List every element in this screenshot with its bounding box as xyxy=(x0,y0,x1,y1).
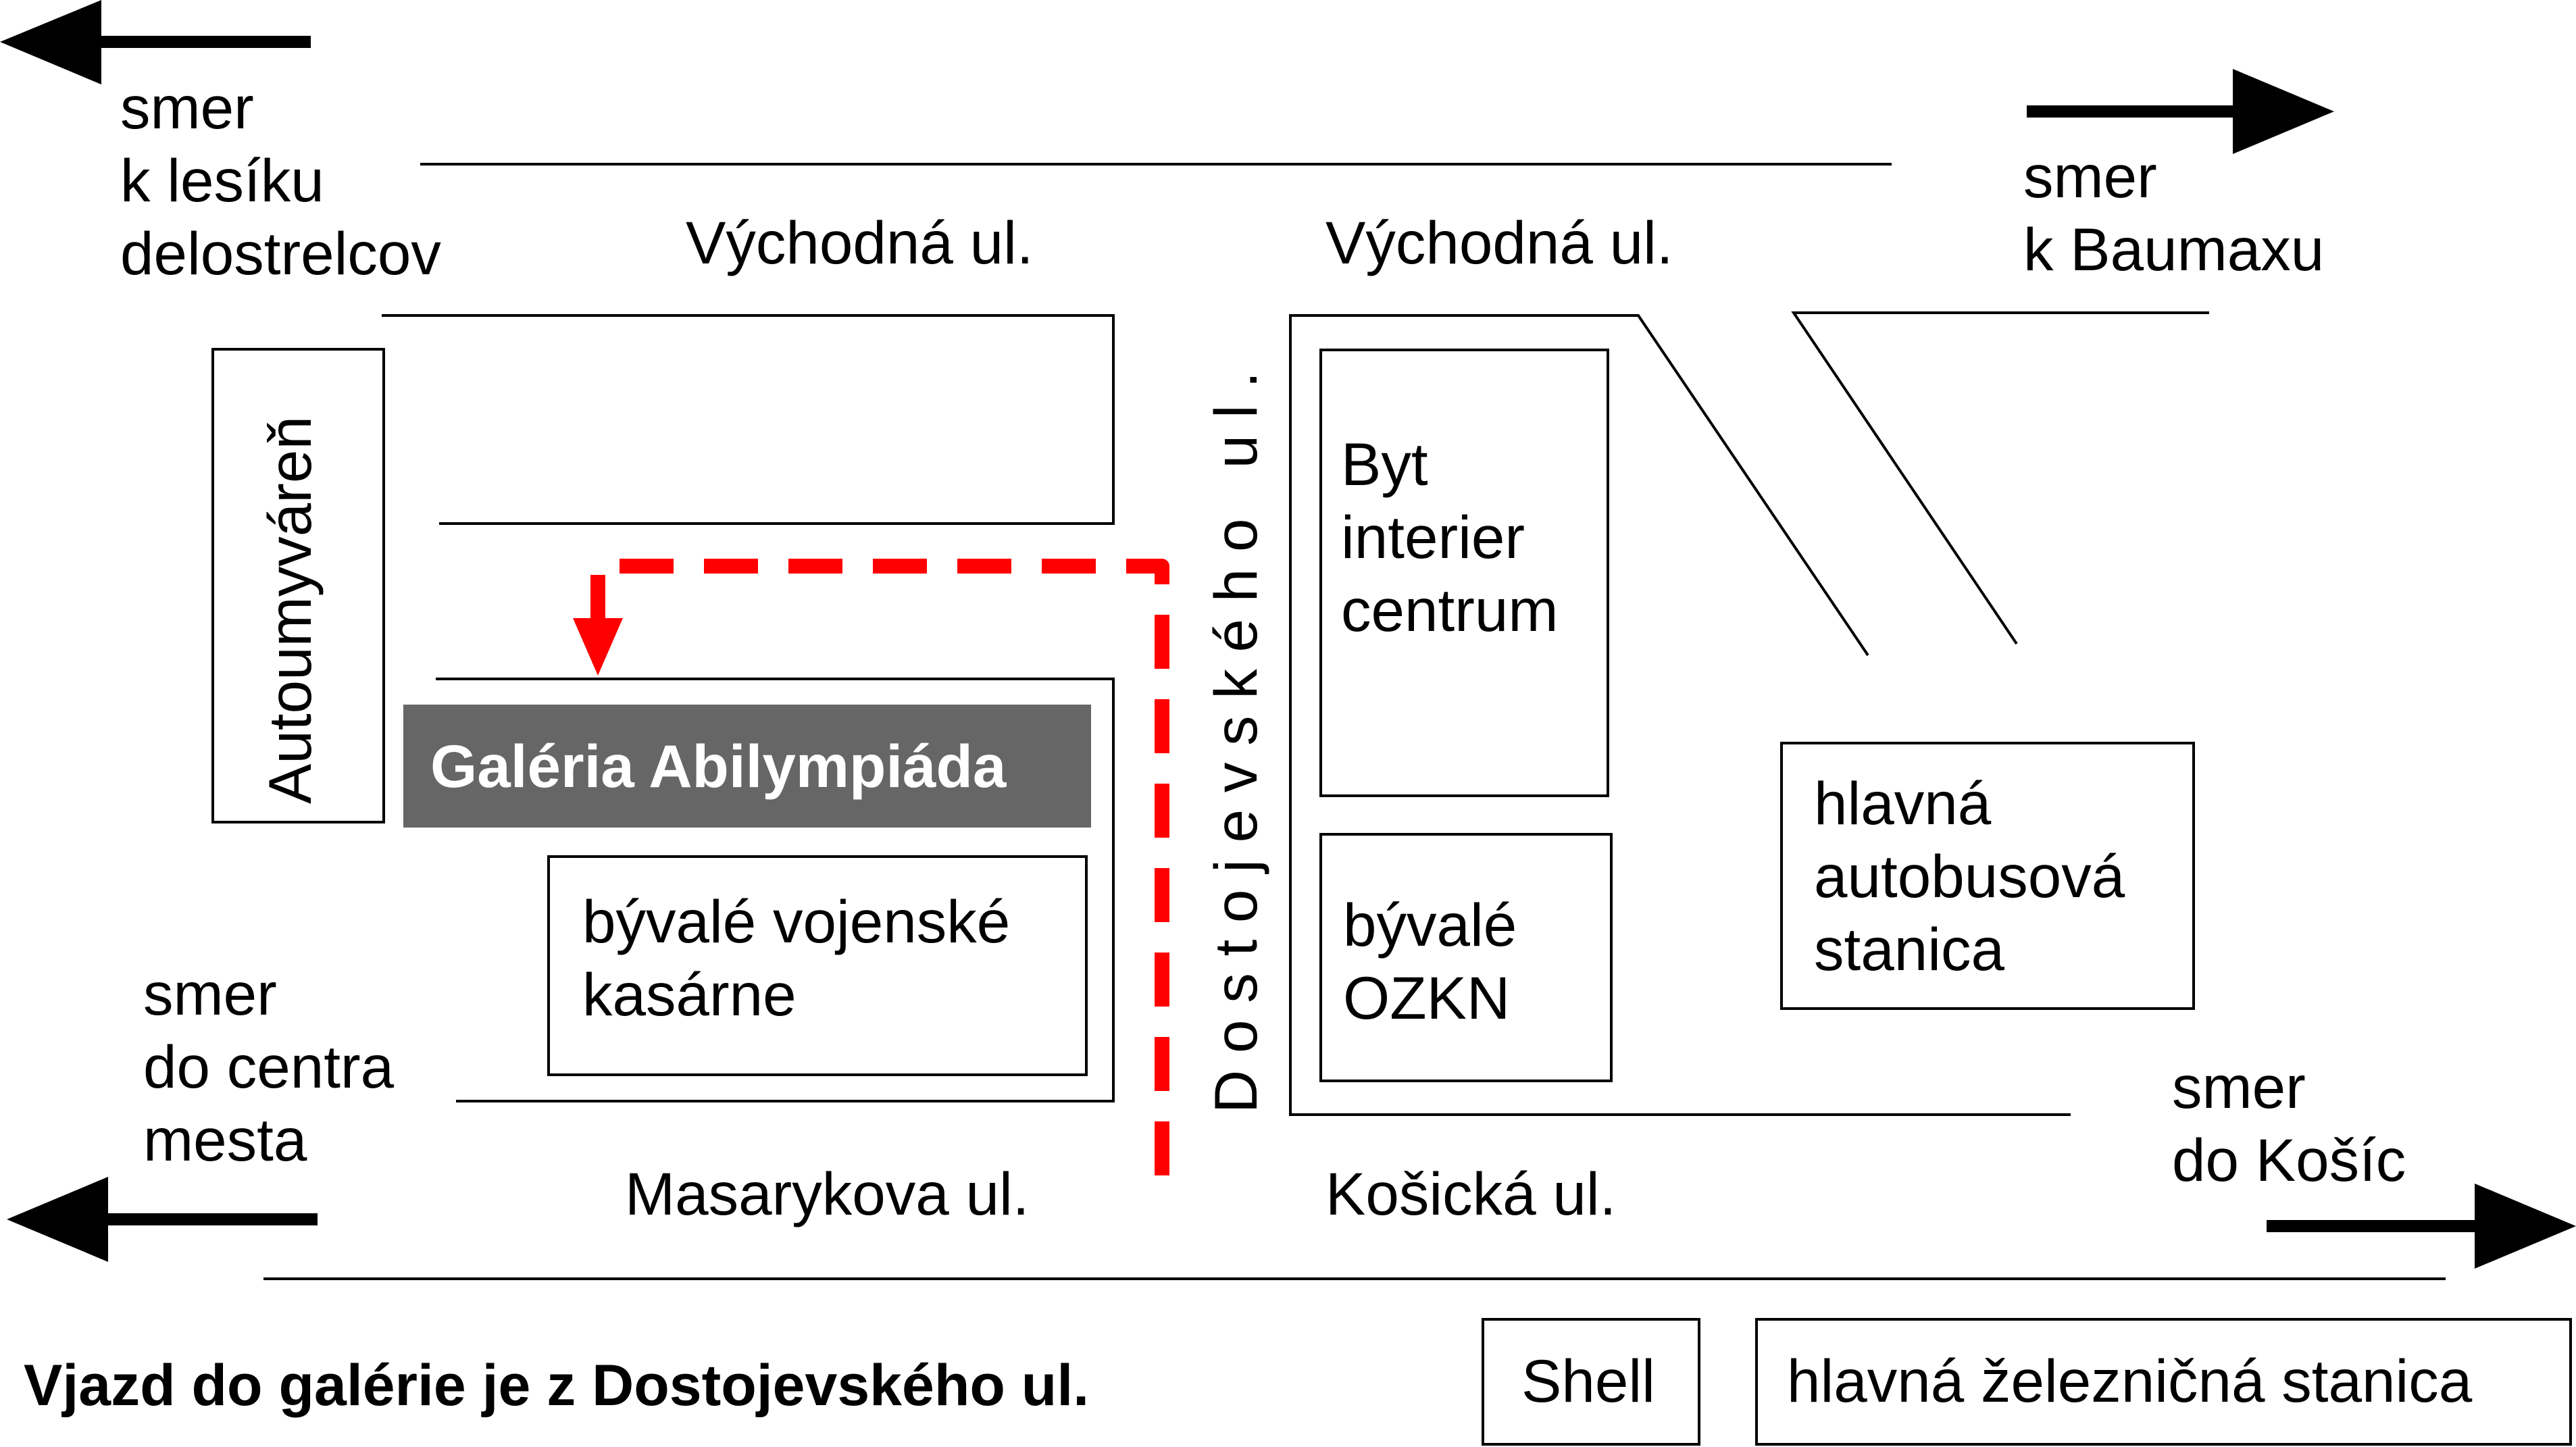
ozkn-box xyxy=(1319,833,1613,1082)
autobusova-box xyxy=(1780,742,2195,1010)
byt-interier-box xyxy=(1319,349,1609,797)
street-masarykova: Masarykova ul. xyxy=(625,1160,1030,1227)
street-dostojevskeho: D o s t o j e v s k é h o u l . xyxy=(1202,372,1269,1113)
autoumyvaren-box xyxy=(211,348,385,823)
shell-box xyxy=(1482,1318,1700,1446)
entrance-note: Vjazd do galérie je z Dostojevského ul. xyxy=(24,1353,1089,1418)
byt-interier-label: Byt interier centrum xyxy=(1341,430,1559,644)
direction-right-top-label: smer k Baumaxu xyxy=(2023,143,2324,283)
direction-left-bottom-label: smer do centra mesta xyxy=(143,960,411,1173)
direction-right-bottom-label: smer do Košíc xyxy=(2172,1053,2406,1194)
autobusova-label: hlavná autobusová stanica xyxy=(1814,769,2142,983)
street-vychodna-right: Východná ul. xyxy=(1325,209,1673,276)
zeleznicna-box xyxy=(1755,1318,2572,1446)
arrow-left-top-icon xyxy=(0,0,311,84)
kasarne-box xyxy=(547,855,1088,1076)
galeria-label: Galéria Abilympiáda xyxy=(430,732,1007,800)
arrow-left-bottom-icon xyxy=(7,1177,318,1262)
zeleznicna-label: hlavná železničná stanica xyxy=(1787,1347,2473,1415)
arrow-right-bottom-icon xyxy=(2267,1184,2576,1269)
shell-label: Shell xyxy=(1521,1347,1655,1415)
autoumyvaren-label: Autoumyváreň xyxy=(256,416,324,804)
ozkn-label: bývalé OZKN xyxy=(1343,891,1534,1032)
street-vychodna-left: Východná ul. xyxy=(686,209,1034,276)
route-to-gallery xyxy=(573,559,1169,1175)
road-lines xyxy=(263,163,2446,1280)
arrow-right-top-icon xyxy=(2027,69,2334,154)
street-kosicka: Košická ul. xyxy=(1325,1160,1616,1227)
route-arrowhead-icon xyxy=(573,618,623,676)
direction-left-top-label: smer k lesíku delostrelcov xyxy=(120,74,441,287)
kasarne-label: bývalé vojenské kasárne xyxy=(582,888,1027,1028)
galeria-box xyxy=(403,705,1091,828)
